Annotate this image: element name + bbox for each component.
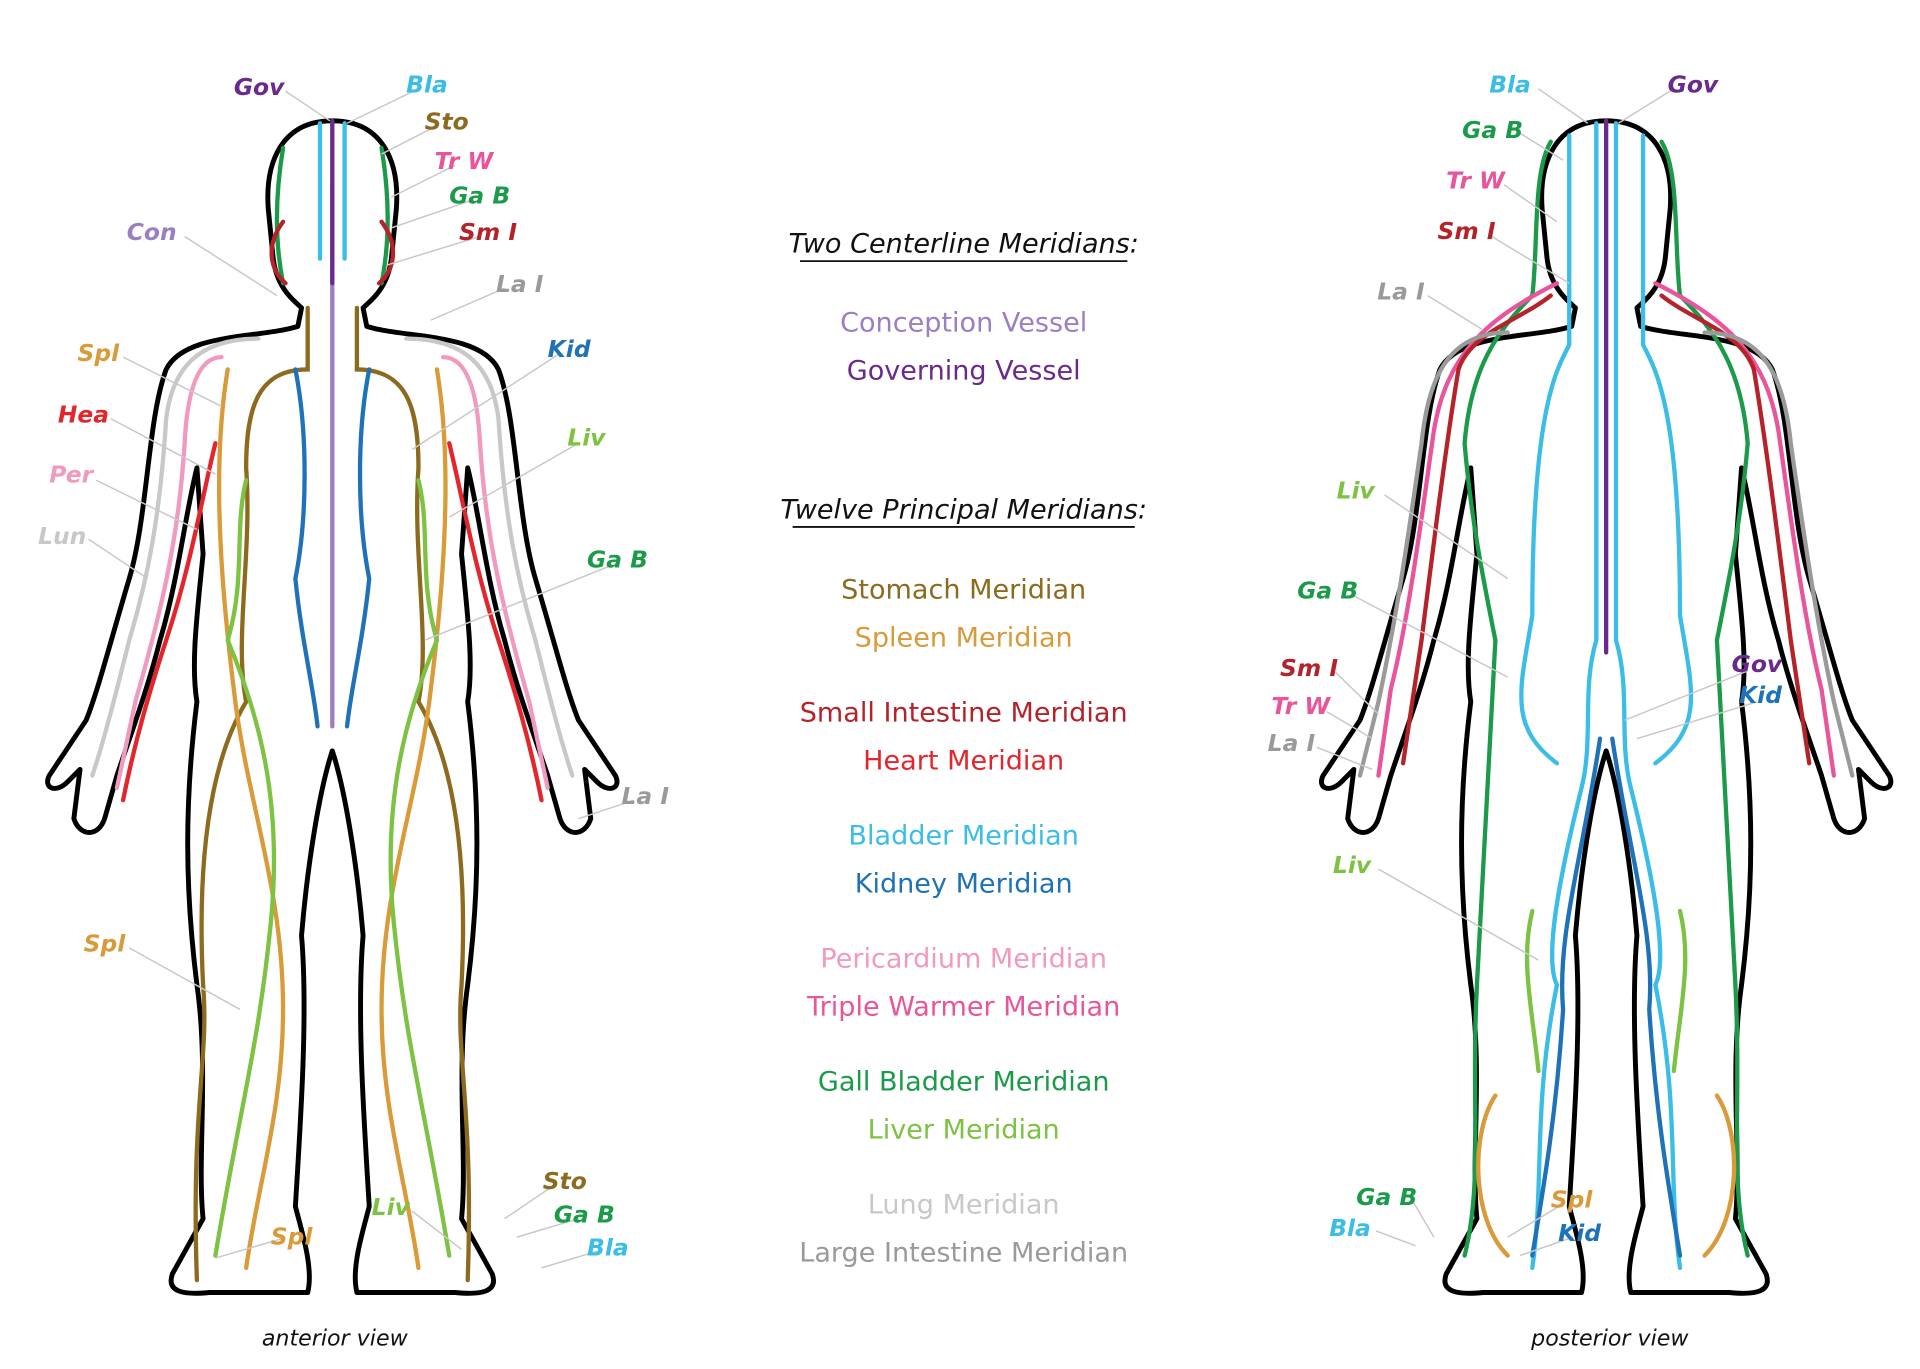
label-liv: Liv xyxy=(1337,477,1376,505)
legend-governing-vessel: Governing Vessel xyxy=(847,355,1081,386)
label-hea: Hea xyxy=(58,400,109,428)
label-smi: Sm I xyxy=(459,218,517,246)
label-gov: Gov xyxy=(1668,70,1719,98)
label-trw: Tr W xyxy=(1271,692,1331,720)
legend-triple-warmer: Triple Warmer Meridian xyxy=(806,992,1120,1023)
label-trw: Tr W xyxy=(1446,166,1506,194)
label-bla: Bla xyxy=(1489,70,1531,98)
legend: Two Centerline Meridians: Conception Ves… xyxy=(780,229,1147,1269)
label-trw: Tr W xyxy=(434,147,494,175)
legend-lung: Lung Meridian xyxy=(868,1190,1060,1221)
label-per: Per xyxy=(49,461,94,489)
label-gov: Gov xyxy=(1732,650,1783,678)
label-liv: Liv xyxy=(567,424,606,452)
label-gab: Ga B xyxy=(1356,1183,1417,1211)
label-lun: Lun xyxy=(38,522,86,550)
label-bla: Bla xyxy=(406,70,448,98)
legend-gall-bladder: Gall Bladder Meridian xyxy=(818,1067,1110,1098)
principal-title: Twelve Principal Meridians: xyxy=(780,494,1147,525)
posterior-labels: Bla Gov Ga B Tr W Sm I La I Liv Ga B Sm … xyxy=(1268,70,1783,1246)
label-lai: La I xyxy=(1377,277,1425,305)
label-kid: Kid xyxy=(1739,681,1782,709)
label-sto: Sto xyxy=(543,1167,587,1195)
centerline-title: Two Centerline Meridians: xyxy=(788,229,1138,260)
label-gab: Ga B xyxy=(1297,576,1358,604)
anterior-caption: anterior view xyxy=(262,1325,409,1351)
label-spl: Spl xyxy=(78,339,121,367)
label-kid: Kid xyxy=(1558,1219,1601,1247)
legend-heart: Heart Meridian xyxy=(863,745,1064,776)
label-bla: Bla xyxy=(587,1234,629,1262)
legend-spleen: Spleen Meridian xyxy=(855,622,1073,653)
label-liv: Liv xyxy=(1333,851,1372,879)
posterior-leader-lines xyxy=(1316,88,1758,1257)
label-spl: Spl xyxy=(1551,1186,1594,1214)
legend-large-intestine: Large Intestine Meridian xyxy=(799,1238,1128,1269)
posterior-figure xyxy=(1321,121,1890,1293)
label-gab: Ga B xyxy=(554,1200,615,1228)
label-smi: Sm I xyxy=(1438,217,1496,245)
posterior-caption: posterior view xyxy=(1530,1325,1689,1351)
label-kid: Kid xyxy=(548,335,591,363)
anterior-figure xyxy=(48,121,617,1293)
anterior-labels: Gov Bla Sto Tr W Ga B Sm I Con La I Spl … xyxy=(38,70,669,1261)
legend-kidney: Kidney Meridian xyxy=(855,869,1073,900)
label-smi: Sm I xyxy=(1280,654,1338,682)
label-liv: Liv xyxy=(372,1193,411,1221)
legend-pericardium: Pericardium Meridian xyxy=(820,944,1107,975)
legend-liver: Liver Meridian xyxy=(868,1115,1060,1146)
legend-small-intestine: Small Intestine Meridian xyxy=(800,697,1128,728)
label-lai: La I xyxy=(1268,729,1316,757)
label-lai: La I xyxy=(622,782,670,810)
legend-bladder: Bladder Meridian xyxy=(848,821,1078,852)
label-gab: Ga B xyxy=(1462,116,1523,144)
label-lai: La I xyxy=(496,270,544,298)
label-gov: Gov xyxy=(234,73,285,101)
label-gab: Ga B xyxy=(449,181,510,209)
legend-conception-vessel: Conception Vessel xyxy=(840,307,1087,338)
label-spl: Spl xyxy=(84,930,127,958)
label-sto: Sto xyxy=(425,107,469,135)
label-con: Con xyxy=(127,218,177,246)
label-bla: Bla xyxy=(1329,1214,1371,1242)
label-gab: Ga B xyxy=(587,546,648,574)
anterior-leader-lines xyxy=(88,88,635,1269)
legend-stomach: Stomach Meridian xyxy=(841,574,1086,605)
label-spl: Spl xyxy=(271,1222,314,1250)
